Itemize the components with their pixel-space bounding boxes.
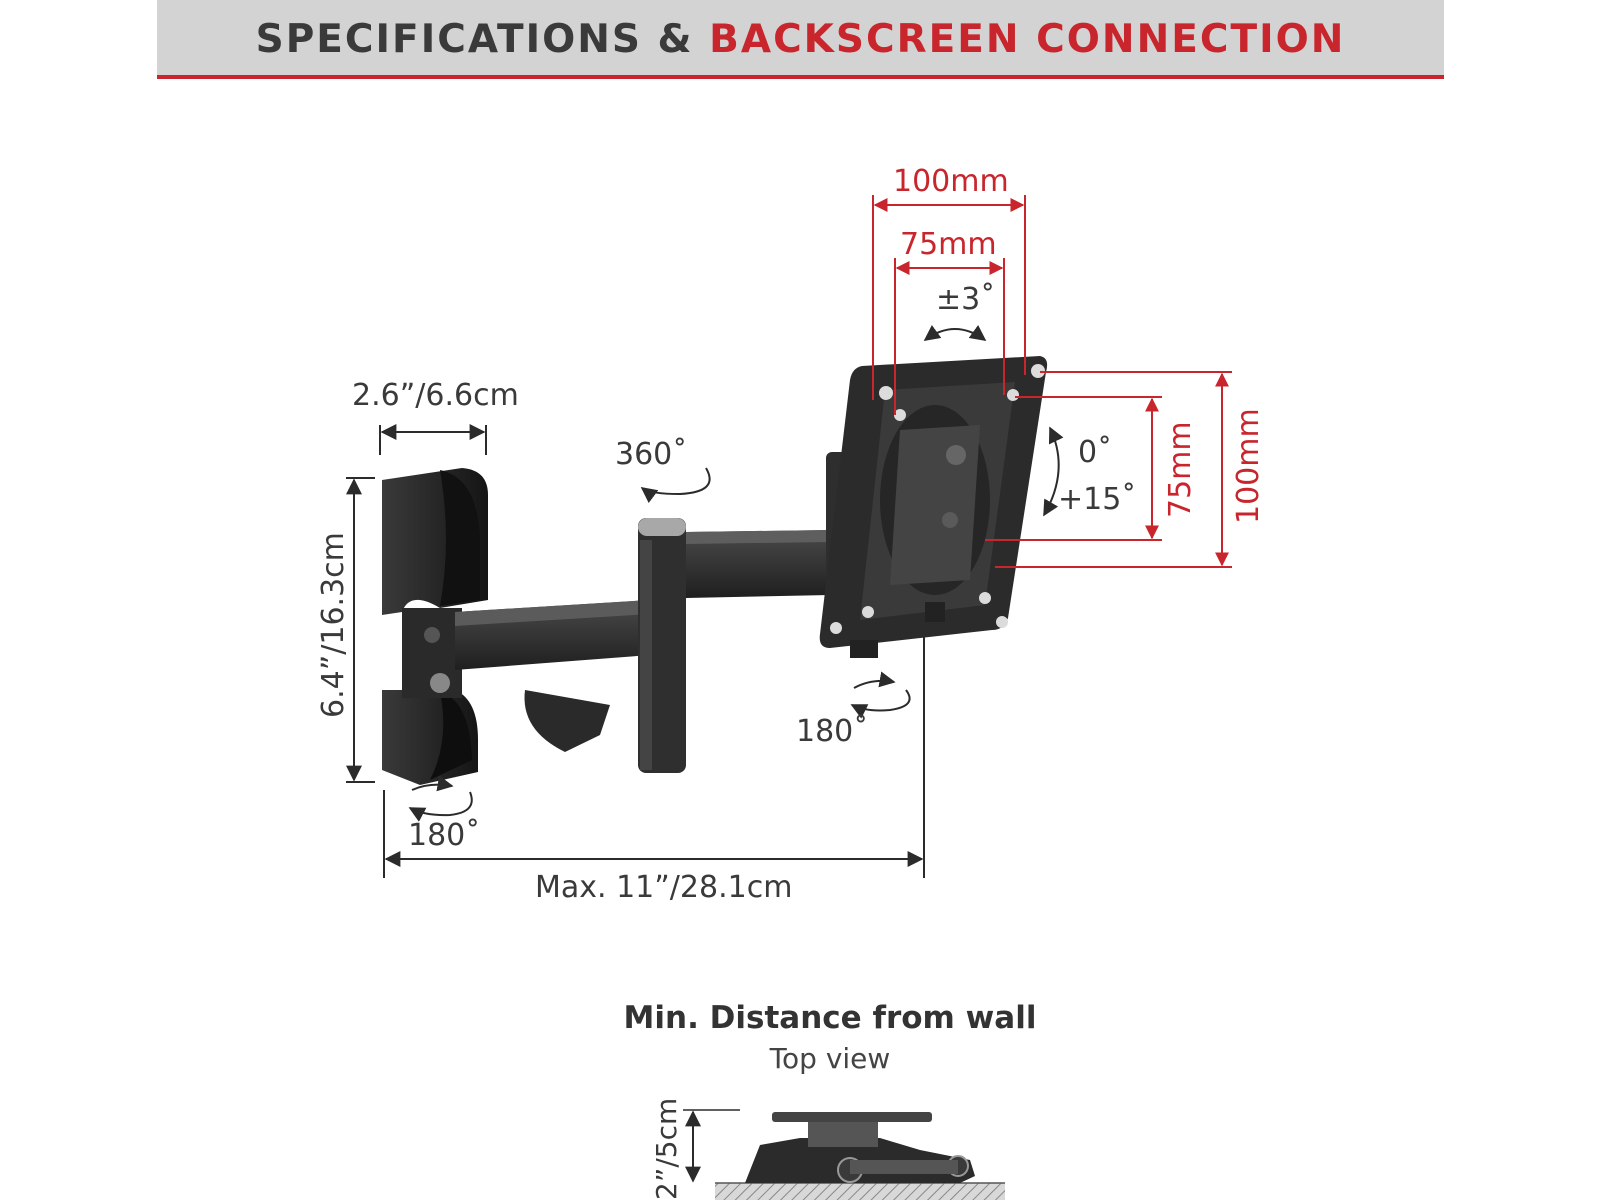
swivel-wall-arc — [408, 791, 473, 822]
wall-plate-upper-shade — [440, 470, 480, 606]
label-min-distance: 2”/5cm — [650, 1097, 683, 1200]
label-swivel-plate: 180˚ — [796, 714, 869, 749]
wall-hatch — [715, 1183, 1005, 1200]
label-vesa-height-outer: 100mm — [1231, 408, 1266, 524]
wall-plate-lower-shade — [430, 692, 472, 780]
swivel-arm-arc — [640, 467, 711, 504]
label-max-extension: Max. 11”/28.1cm — [535, 870, 793, 905]
label-swivel-wall: 180˚ — [408, 818, 481, 853]
vesa-dimensions — [872, 195, 1232, 568]
label-vesa-width-outer: 100mm — [893, 164, 1009, 199]
label-rotation-plate: ±3˚ — [936, 282, 996, 317]
label-wall-plate-width: 2.6”/6.6cm — [352, 378, 519, 413]
label-swivel-arm: 360˚ — [615, 437, 688, 472]
title-part-specifications: SPECIFICATIONS & — [255, 17, 710, 62]
label-vesa-height-inner: 75mm — [1163, 421, 1198, 518]
max-extension-dimension — [383, 625, 925, 878]
label-tilt-top: 0˚ — [1078, 435, 1113, 470]
label-vesa-width-inner: 75mm — [900, 227, 997, 262]
label-tilt-bottom: +15˚ — [1058, 482, 1137, 517]
label-wall-plate-height: 6.4”/16.3cm — [316, 532, 351, 718]
rotation-arrows — [408, 325, 1064, 822]
page-title: SPECIFICATIONS & BACKSCREEN CONNECTION — [157, 0, 1444, 80]
rotation-plate-arc — [923, 325, 987, 341]
header-banner: SPECIFICATIONS & BACKSCREEN CONNECTION — [157, 0, 1444, 79]
min-distance-title: Min. Distance from wall — [623, 1000, 1037, 1036]
swivel-plate-arc — [850, 689, 911, 719]
arm-hinge-lower — [524, 690, 610, 752]
tilt-arc — [1043, 426, 1064, 517]
min-distance-subtitle: Top view — [769, 1042, 891, 1075]
second-arm — [686, 530, 830, 598]
top-view-illustration — [683, 1109, 1005, 1200]
tv-mount-illustration — [382, 356, 1048, 785]
title-part-backscreen: BACKSCREEN CONNECTION — [709, 17, 1346, 62]
wall-width-dimension — [379, 424, 487, 455]
wall-height-dimension — [346, 477, 375, 783]
